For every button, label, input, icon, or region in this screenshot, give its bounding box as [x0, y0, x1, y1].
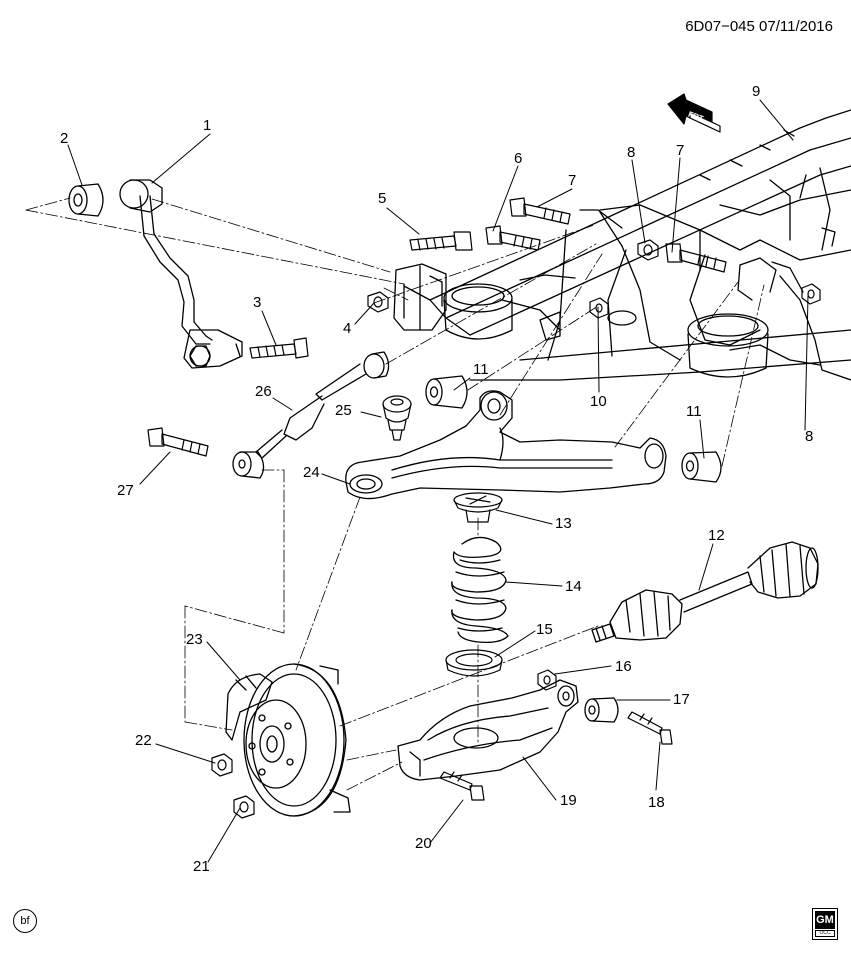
knuckle-hub-brake: [225, 663, 351, 817]
callout-13: 13: [555, 515, 572, 532]
lower-arm-bushing: [584, 697, 619, 723]
wheel-stud-nut: [211, 753, 233, 777]
gm-logo-text: GM: [815, 911, 835, 929]
crossmember-bolt: [409, 231, 473, 251]
callout-12: 12: [708, 527, 725, 544]
frame-nut-10: [589, 297, 609, 319]
callout-11a: 11: [473, 361, 489, 378]
callout-4: 4: [343, 320, 352, 337]
ball-joint: [382, 395, 412, 441]
upper-control-arm: [345, 390, 667, 500]
upper-arm-bolt: [485, 225, 541, 251]
frame-nut: [637, 239, 821, 305]
callout-7a: 7: [568, 172, 577, 189]
bf-logo: bf: [13, 909, 37, 933]
callout-2: 2: [60, 130, 69, 147]
callout-17: 17: [673, 691, 690, 708]
gm-logo: GM OCC: [812, 908, 838, 940]
spring-lower-insulator: [445, 649, 503, 677]
callout-15: 15: [536, 621, 553, 638]
hub-nut: [233, 795, 255, 819]
callout-26: 26: [255, 383, 272, 400]
callout-7b: 7: [676, 142, 685, 159]
lower-arm-nut: [537, 669, 557, 691]
callout-3: 3: [253, 294, 262, 311]
stabilizer-bar: [119, 179, 243, 369]
lower-arm-bolt: [627, 711, 673, 745]
callout-11b: 11: [686, 403, 702, 420]
callout-25: 25: [335, 402, 352, 419]
bracket-bolt: [249, 337, 309, 359]
callout-8a: 8: [627, 144, 636, 161]
spring-upper-insulator: [453, 492, 503, 523]
alignment-lines: [25, 197, 765, 791]
upper-arm-bushing: [425, 375, 722, 483]
callout-22: 22: [135, 732, 152, 749]
toe-link-bolt: [147, 427, 209, 457]
callout-14: 14: [565, 578, 582, 595]
callout-19: 19: [560, 792, 577, 809]
axle-shaft: [591, 541, 819, 643]
callout-21: 21: [193, 858, 210, 875]
toe-link: [232, 351, 390, 479]
front-arrow: [667, 93, 721, 133]
callout-6: 6: [514, 150, 523, 167]
lower-control-arm: [397, 679, 579, 781]
callout-24: 24: [303, 464, 320, 481]
callout-9: 9: [752, 83, 761, 100]
diagram-code: 6D07−045 07/11/2016: [685, 18, 833, 35]
leader-lines: [67, 99, 809, 863]
frame: [393, 109, 851, 381]
callout-10: 10: [590, 393, 607, 410]
callout-23: 23: [186, 631, 203, 648]
callout-16: 16: [615, 658, 632, 675]
frame-bolt: [509, 197, 727, 273]
callout-5: 5: [378, 190, 387, 207]
callout-18: 18: [648, 794, 665, 811]
callout-8b: 8: [805, 428, 814, 445]
stabilizer-bushing: [68, 183, 104, 217]
gm-logo-sub: OCC: [815, 930, 835, 937]
coil-spring: [451, 536, 509, 644]
callout-20: 20: [415, 835, 432, 852]
callout-1: 1: [203, 117, 212, 134]
callout-27: 27: [117, 482, 134, 499]
stabilizer-nut: [367, 291, 389, 313]
knuckle-bolt: [439, 771, 485, 801]
